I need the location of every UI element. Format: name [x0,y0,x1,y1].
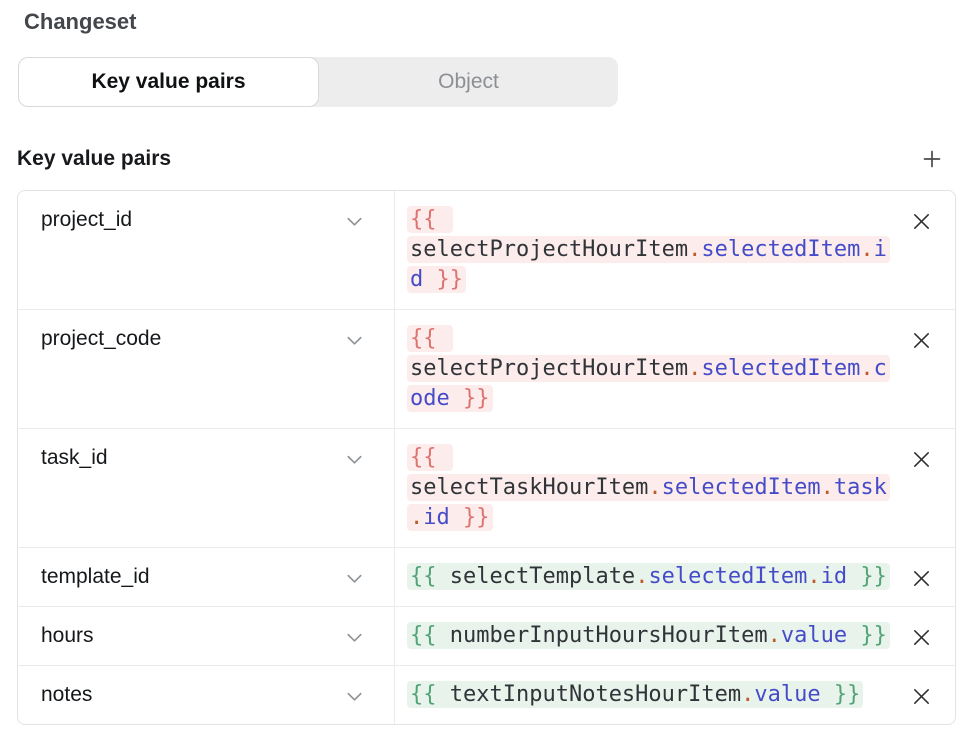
key-label: project_id [41,208,133,231]
table-row: project_code {{ selectProjectHourItem.se… [18,310,955,429]
add-pair-button[interactable] [917,144,947,174]
remove-pair-button[interactable] [909,684,933,708]
chevron-down-icon [343,210,366,233]
chevron-down-icon [343,448,366,471]
x-icon [910,567,933,590]
expression-editor[interactable]: {{ selectProjectHourItem.selectedItem.id… [407,205,893,295]
row-expression: {{ selectTaskHourItem.selectedItem.task.… [407,444,890,531]
table-row: project_id {{ selectProjectHourItem.sele… [18,191,955,310]
expression-editor[interactable]: {{ numberInputHoursHourItem.value }} [407,621,893,651]
expression-editor[interactable]: {{ selectTaskHourItem.selectedItem.task.… [407,443,893,533]
section-title: Key value pairs [17,147,172,170]
chevron-down-icon [343,685,366,708]
key-label: task_id [41,446,108,469]
key-select[interactable]: template_id [18,548,395,606]
key-value-pairs-header: Key value pairs [17,144,955,174]
row-expression: {{ textInputNotesHourItem.value }} [407,681,864,708]
x-icon [910,685,933,708]
table-row: notes {{ textInputNotesHourItem.value }} [18,666,955,724]
table-row: template_id {{ selectTemplate.selectedIt… [18,548,955,607]
table-row: task_id {{ selectTaskHourItem.selectedIt… [18,429,955,548]
value-cell: {{ numberInputHoursHourItem.value }} [395,607,955,665]
x-icon [910,210,933,233]
value-cell: {{ textInputNotesHourItem.value }} [395,666,955,724]
expression-editor[interactable]: {{ textInputNotesHourItem.value }} [407,680,893,710]
remove-pair-button[interactable] [909,209,933,233]
key-select[interactable]: project_id [18,191,395,309]
chevron-down-icon [343,329,366,352]
remove-pair-button[interactable] [909,566,933,590]
tab-key-value-pairs[interactable]: Key value pairs [18,57,319,107]
key-select[interactable]: task_id [18,429,395,547]
row-expression: {{ selectProjectHourItem.selectedItem.id… [407,206,890,293]
remove-pair-button[interactable] [909,625,933,649]
x-icon [910,329,933,352]
remove-pair-button[interactable] [909,328,933,352]
key-select[interactable]: hours [18,607,395,665]
expression-editor[interactable]: {{ selectTemplate.selectedItem.id }} [407,562,893,592]
remove-pair-button[interactable] [909,447,933,471]
key-label: notes [41,683,93,706]
x-icon [910,626,933,649]
value-cell: {{ selectTemplate.selectedItem.id }} [395,548,955,606]
key-label: template_id [41,565,150,588]
row-expression: {{ selectTemplate.selectedItem.id }} [407,563,890,590]
tab-object[interactable]: Object [319,57,618,107]
row-expression: {{ selectProjectHourItem.selectedItem.co… [407,325,890,412]
key-select[interactable]: project_code [18,310,395,428]
value-cell: {{ selectProjectHourItem.selectedItem.co… [395,310,955,428]
key-label: hours [41,624,94,647]
key-label: project_code [41,327,162,350]
value-cell: {{ selectTaskHourItem.selectedItem.task.… [395,429,955,547]
row-expression: {{ numberInputHoursHourItem.value }} [407,622,890,649]
chevron-down-icon [343,567,366,590]
table-row: hours {{ numberInputHoursHourItem.value … [18,607,955,666]
page-title: Changeset [24,9,137,34]
changeset-mode-toggle: Key value pairs Object [18,57,618,107]
plus-icon [920,147,944,171]
chevron-down-icon [343,626,366,649]
kv-table: project_id {{ selectProjectHourItem.sele… [17,190,956,725]
x-icon [910,448,933,471]
value-cell: {{ selectProjectHourItem.selectedItem.id… [395,191,955,309]
key-select[interactable]: notes [18,666,395,724]
expression-editor[interactable]: {{ selectProjectHourItem.selectedItem.co… [407,324,893,414]
